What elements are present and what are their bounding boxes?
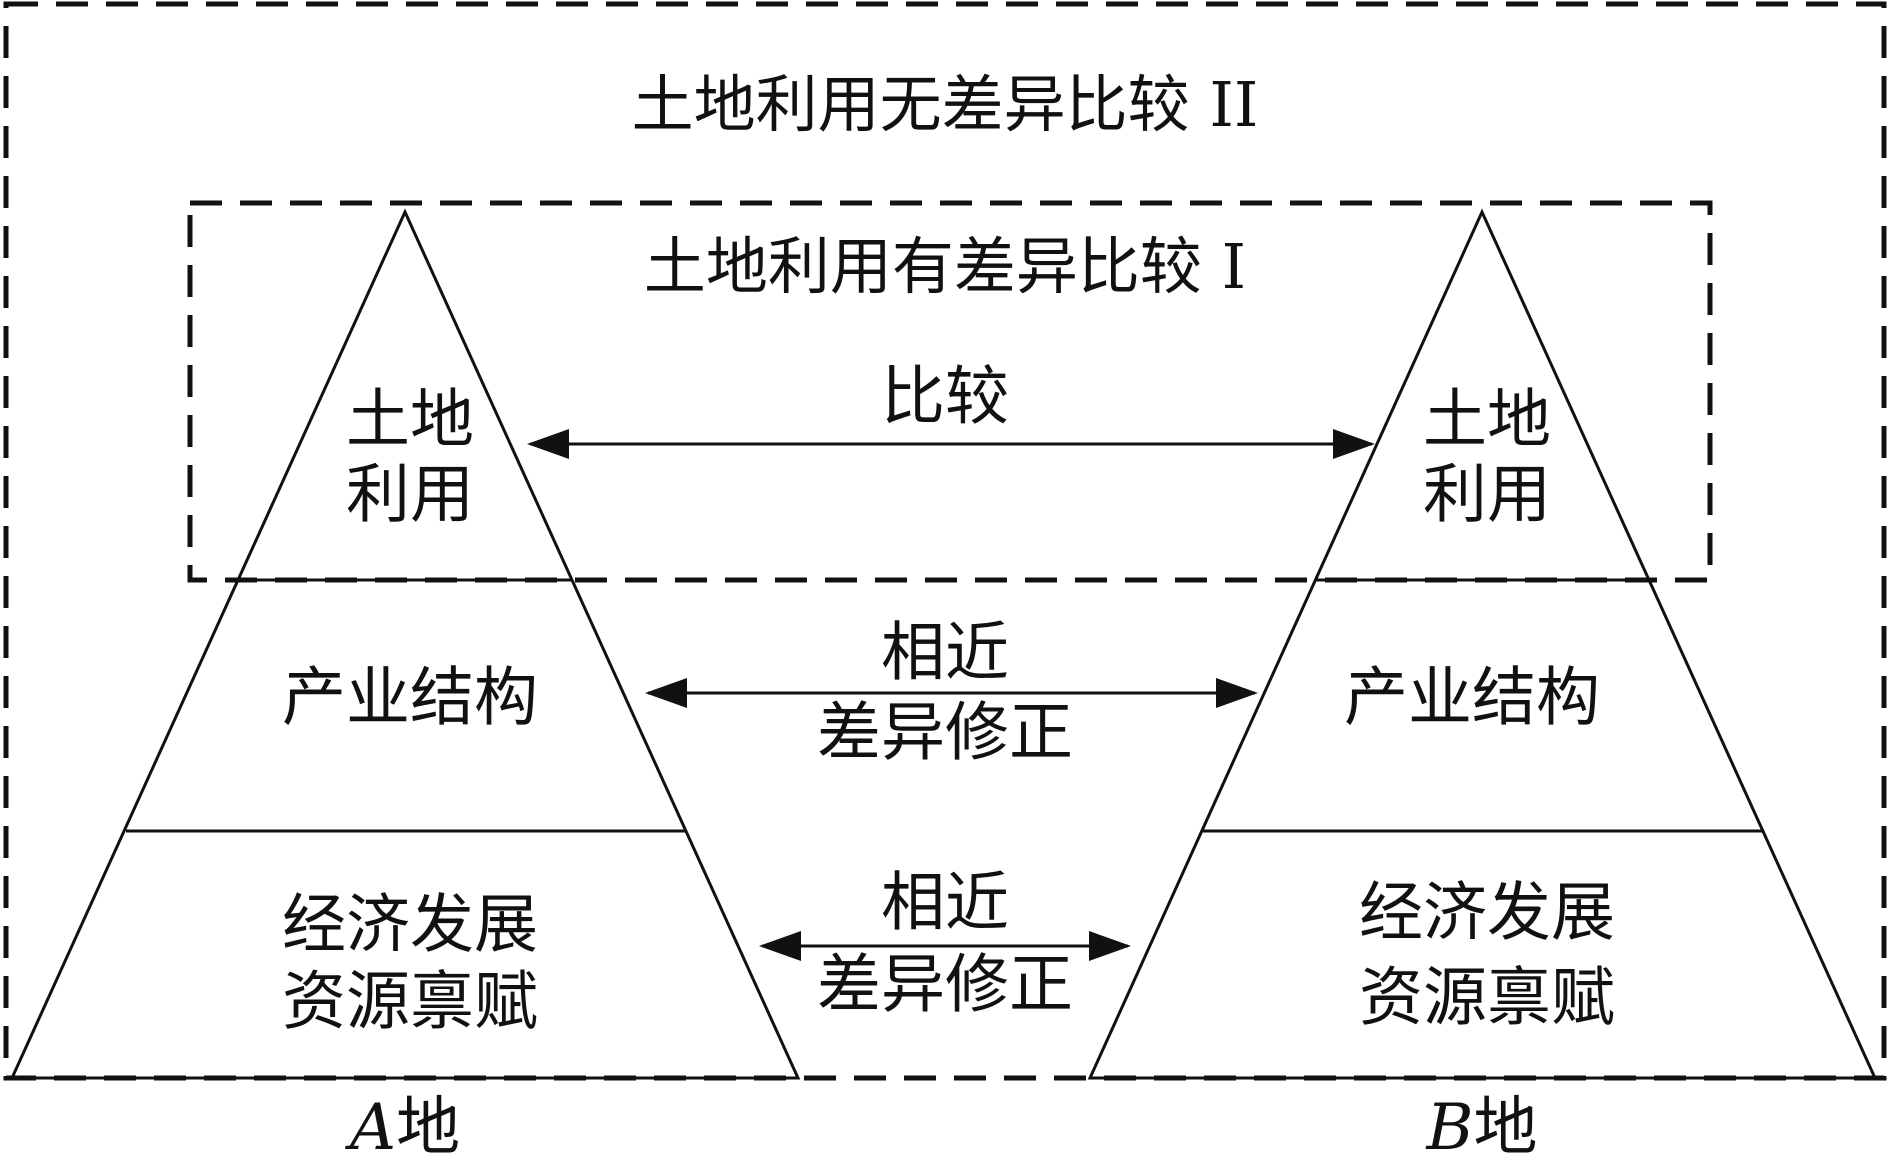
pyramid-b — [1087, 208, 1878, 1080]
pyramid-b-site-letter: B — [1425, 1091, 1473, 1163]
pyramid-a-bottom-tier-line-1: 经济发展 — [282, 889, 538, 963]
pyramid-a-site-suffix: 地 — [396, 1091, 460, 1163]
pyramid-a-site-letter: A — [345, 1091, 396, 1163]
pyramid-a-site-label: A地 — [345, 1091, 460, 1163]
pyramid-a-middle-tier-line-1: 产业结构 — [282, 662, 538, 736]
pyramid-a-top-tier-line-2: 利用 — [346, 459, 474, 533]
pyramid-a-outline — [9, 208, 801, 1080]
inner-box-title: 土地利用有差异比较 I — [644, 230, 1246, 303]
arrow-top-label: 比较 — [881, 361, 1009, 435]
pyramid-a-top-tier-line-1: 土地 — [346, 384, 474, 458]
arrow-middle-label-line-2: 差异修正 — [817, 697, 1073, 771]
pyramid-b-top-tier-line-1: 土地 — [1423, 384, 1551, 458]
arrow-bottom-label-line-1: 相近 — [881, 867, 1009, 941]
outer-comparison-box — [3, 1, 1887, 1081]
arrow-middle-label-line-1: 相近 — [881, 617, 1009, 691]
pyramid-b-bottom-tier-line-2: 资源禀赋 — [1359, 962, 1615, 1036]
pyramid-b-site-label: B地 — [1425, 1091, 1537, 1163]
arrow-bottom-label-line-2: 差异修正 — [817, 949, 1073, 1023]
pyramid-b-middle-tier-line-1: 产业结构 — [1344, 662, 1600, 736]
pyramid-b-site-suffix: 地 — [1474, 1091, 1538, 1163]
pyramid-b-top-tier-line-2: 利用 — [1423, 459, 1551, 533]
inner-comparison-box — [187, 200, 1713, 583]
pyramid-a — [9, 208, 801, 1080]
pyramid-b-bottom-tier-line-1: 经济发展 — [1359, 877, 1615, 951]
pyramid-b-outline — [1087, 208, 1878, 1080]
outer-box-title: 土地利用无差异比较 II — [632, 68, 1259, 141]
pyramid-a-bottom-tier-line-2: 资源禀赋 — [282, 966, 538, 1040]
